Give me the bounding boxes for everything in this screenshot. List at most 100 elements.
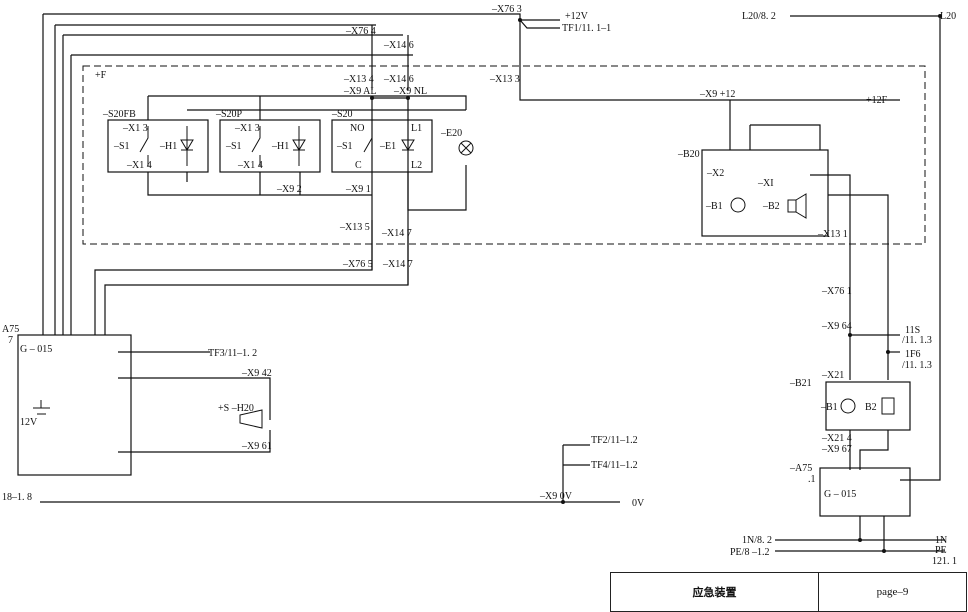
junction [406, 96, 410, 100]
junction [858, 538, 862, 542]
label: TF2/11–1.2 [591, 435, 638, 446]
label: –B20 [677, 149, 700, 160]
wire-b20-12 [729, 100, 821, 150]
label: –B21 [789, 378, 812, 389]
relay-b2 [881, 397, 895, 415]
label: –B1 [705, 201, 723, 212]
label: /11. 1.3 [902, 335, 932, 346]
label: –X14 7 [381, 228, 412, 239]
label: G – 015 [824, 489, 856, 500]
junction [886, 350, 890, 354]
label: +12F [866, 95, 888, 106]
label: –X21 [821, 370, 844, 381]
label: /11. 1.3 [902, 360, 932, 371]
label: 12V [20, 417, 38, 428]
label: –X9 AL [343, 86, 377, 97]
contact-s1a [139, 126, 149, 166]
label: 7 [8, 335, 13, 346]
label: –X76 1 [821, 286, 852, 297]
label: –XI [757, 178, 774, 189]
label: –B1 [820, 402, 838, 413]
contact-s1c [363, 126, 373, 166]
junction [882, 549, 886, 553]
led-h1b [292, 126, 306, 166]
title-block: 应急装置 page–9 [610, 572, 967, 612]
battery-12v [33, 400, 50, 415]
module-b21 [825, 381, 911, 431]
wire-s20-bottom [147, 165, 467, 211]
label: –S1 [113, 141, 130, 152]
label: –S1 [336, 141, 353, 152]
wire-harness-4 [70, 54, 413, 335]
label: 121. 1 [932, 556, 957, 567]
label: A75 [2, 324, 19, 335]
label: 1F6 [905, 349, 921, 360]
label: L2 [411, 160, 422, 171]
wire-x9-42 [118, 377, 271, 420]
label: –X1 4 [126, 160, 152, 171]
wire-x14-7 [104, 230, 409, 335]
label: –X14 7 [382, 259, 413, 270]
label: TF3/11–1. 2 [208, 348, 257, 359]
mic-b1 [730, 197, 746, 213]
junction [938, 14, 942, 18]
label: –S20FB [102, 109, 136, 120]
label: –X21 4 [821, 433, 852, 444]
sensor-b1 [840, 398, 856, 414]
lamp-e20 [458, 140, 474, 156]
label: –H1 [271, 141, 289, 152]
label: –X9 2 [276, 184, 302, 195]
label: –X9 1 [345, 184, 371, 195]
label: 1N/8. 2 [742, 535, 772, 546]
label: –X13 1 [817, 229, 848, 240]
module-b20 [701, 149, 829, 237]
junction [370, 96, 374, 100]
led-e1 [401, 139, 415, 151]
label: G – 015 [20, 344, 52, 355]
wire-0v-bus [40, 444, 620, 503]
label: –X9 67 [821, 444, 852, 455]
label: –X9 42 [241, 368, 272, 379]
label: TF4/11–1.2 [591, 460, 638, 471]
junction [848, 333, 852, 337]
speaker-b2-cone [795, 193, 807, 219]
label: –X1 3 [122, 123, 148, 134]
label: –E1 [379, 141, 396, 152]
label: TF1/11. 1–1 [562, 23, 611, 34]
label: –X2 [706, 168, 724, 179]
label: –X13 4 [343, 74, 374, 85]
wire-harness-2 [54, 24, 376, 335]
label: –S1 [225, 141, 242, 152]
label: 0V [632, 498, 645, 509]
label: C [355, 160, 362, 171]
label: L20/8. 2 [742, 11, 776, 22]
label: –S20 [331, 109, 353, 120]
junction [518, 18, 522, 22]
wire-x13-5 [94, 220, 373, 335]
contact-s1b [251, 126, 261, 166]
label: –X13 3 [489, 74, 520, 85]
label: .1 [808, 474, 816, 485]
label: 18–1. 8 [2, 492, 32, 503]
wire-l20-bus [790, 15, 941, 481]
label: PE [935, 545, 947, 556]
label: NO [350, 123, 364, 134]
label: –X9 61 [241, 441, 272, 452]
label: +S –H20 [218, 403, 254, 414]
label: –X9 64 [821, 321, 852, 332]
wire-pe [775, 516, 945, 552]
module-a75-left [17, 334, 132, 476]
speaker-b2 [787, 199, 797, 213]
wire-harness-3 [62, 34, 403, 335]
led-h1a [180, 126, 194, 166]
label: –X1 4 [237, 160, 263, 171]
label: +F [95, 70, 107, 81]
label: –B2 [762, 201, 780, 212]
wire-b21-a75 [849, 430, 889, 470]
label: –A75 [789, 463, 812, 474]
label: –X9 +12 [699, 89, 735, 100]
module-a75-right [819, 467, 911, 517]
label: –X14 6 [383, 74, 414, 85]
label: –X76 4 [345, 26, 376, 37]
